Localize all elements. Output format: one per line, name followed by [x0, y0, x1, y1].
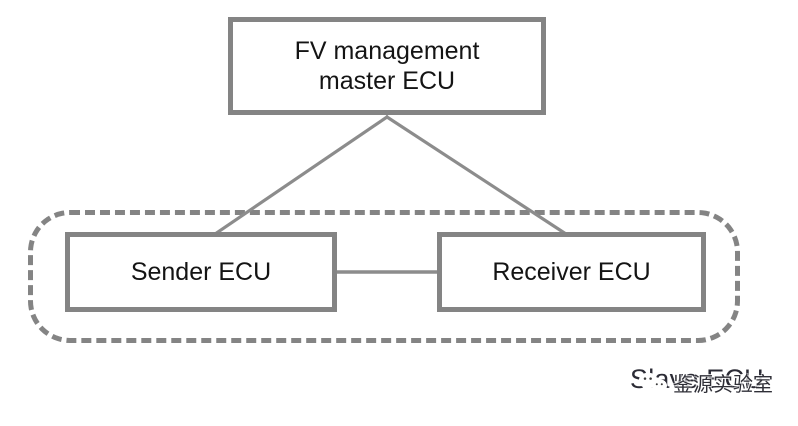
node-fv-management-master-ecu[interactable]: FV management master ECU [228, 17, 546, 115]
node-label-master-ecu: FV management master ECU [294, 36, 480, 96]
node-label-sender-ecu: Sender ECU [130, 257, 272, 286]
node-sender-ecu[interactable]: Sender ECU [65, 232, 337, 312]
node-receiver-ecu[interactable]: Receiver ECU [437, 232, 706, 312]
node-label-receiver-ecu: Receiver ECU [492, 257, 651, 286]
slave-ecu-group-caption: Slave ECU [630, 364, 764, 394]
